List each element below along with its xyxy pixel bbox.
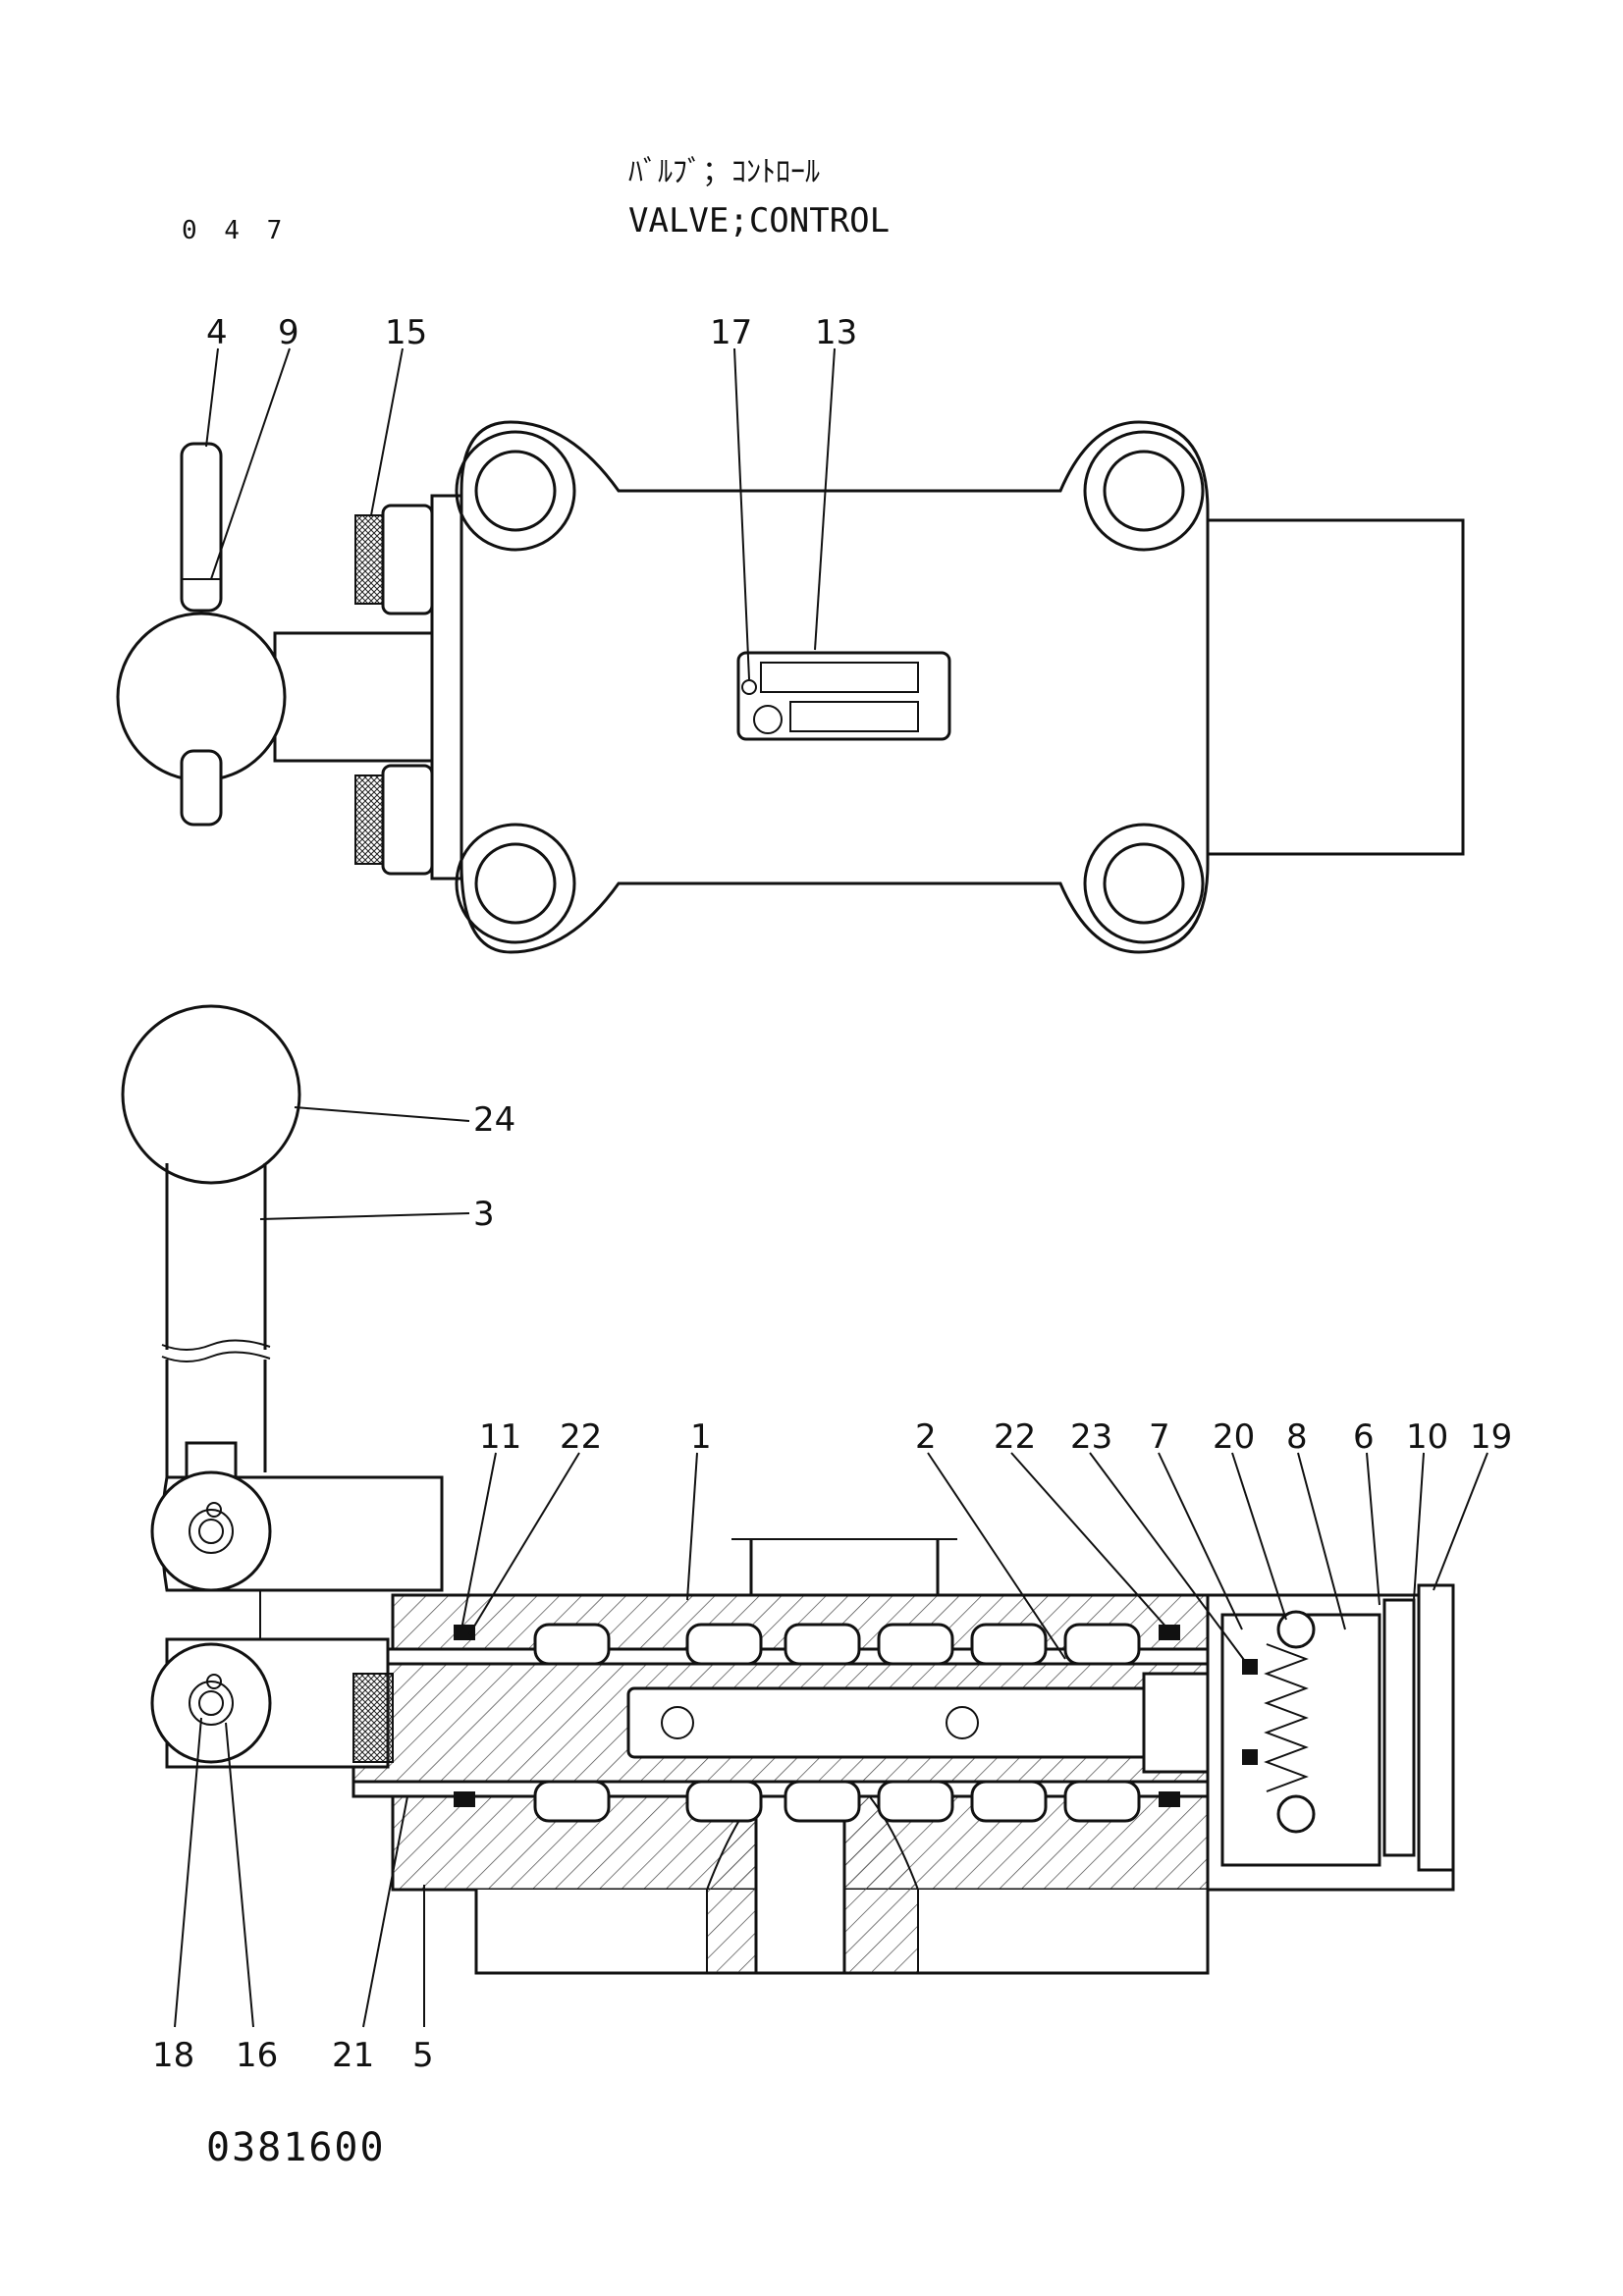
callout-label: 5 bbox=[412, 2036, 434, 2075]
callout-label: 24 bbox=[473, 1100, 515, 1140]
callout-label: 16 bbox=[236, 2036, 278, 2075]
title-japanese: ﾊﾞﾙﾌﾞ；ｺﾝﾄﾛｰﾙ bbox=[628, 155, 820, 189]
callout-label: 22 bbox=[560, 1417, 602, 1457]
callout-label: 19 bbox=[1470, 1417, 1512, 1457]
callout-label: 22 bbox=[994, 1417, 1036, 1457]
callout-label: 8 bbox=[1286, 1417, 1308, 1457]
callout-label: 20 bbox=[1213, 1417, 1255, 1457]
callout-label: 10 bbox=[1406, 1417, 1448, 1457]
page-number: 0 4 7 bbox=[182, 216, 289, 245]
callout-label: 17 bbox=[710, 313, 752, 352]
callout-label: 21 bbox=[332, 2036, 374, 2075]
callout-label: 13 bbox=[815, 313, 857, 352]
callout-label: 2 bbox=[915, 1417, 937, 1457]
callout-label: 11 bbox=[479, 1417, 521, 1457]
callout-label: 15 bbox=[385, 313, 427, 352]
lever-callouts: 24 3 bbox=[259, 1100, 515, 1234]
lever bbox=[121, 1004, 444, 1669]
section-callouts: 11 22 1 2 22 23 7 20 8 6 10 19 18 16 21 … bbox=[152, 1417, 1512, 2075]
drawing-number: 0381600 bbox=[206, 2125, 386, 2170]
title-english: VALVE;CONTROL bbox=[628, 201, 891, 240]
callout-label: 23 bbox=[1070, 1417, 1112, 1457]
section-view bbox=[150, 1538, 1455, 1975]
callout-label: 7 bbox=[1149, 1417, 1170, 1457]
callout-label: 18 bbox=[152, 2036, 194, 2075]
top-view-callouts: 4 9 15 17 13 bbox=[205, 313, 857, 680]
callout-label: 9 bbox=[278, 313, 299, 352]
callout-label: 1 bbox=[690, 1417, 712, 1457]
callout-label: 4 bbox=[206, 313, 228, 352]
top-view bbox=[116, 420, 1465, 954]
callout-label: 3 bbox=[473, 1195, 495, 1234]
callout-label: 6 bbox=[1353, 1417, 1375, 1457]
